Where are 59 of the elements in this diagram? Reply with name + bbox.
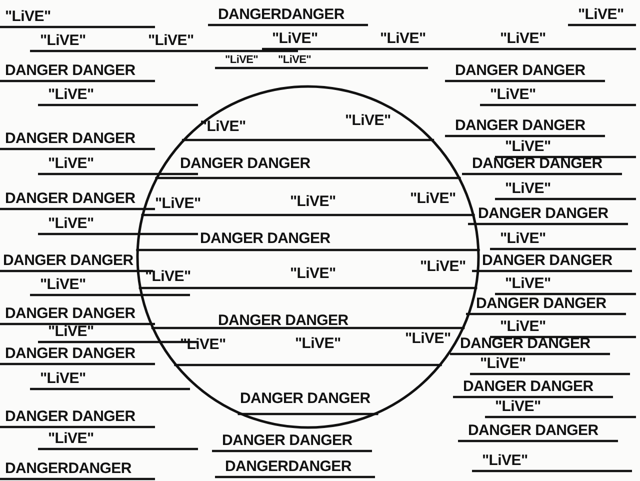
lettering-text: "LiVE" — [505, 275, 551, 293]
lettering-text: "LiVE" — [290, 265, 336, 283]
lettering-text: "LiVE" — [200, 118, 246, 136]
lettering-text: "LiVE" — [500, 30, 546, 48]
lettering-text: "LiVE" — [380, 30, 426, 48]
lettering-text: "LiVE" — [500, 318, 546, 336]
lettering-text: DANGER DANGER — [222, 432, 352, 450]
lettering-text: DANGERDANGER — [5, 460, 132, 478]
lettering-text: "LiVE" — [145, 268, 191, 286]
lettering-text: DANGERDANGER — [225, 458, 352, 476]
lettering-text: "LiVE" — [48, 155, 94, 173]
lettering-text: "LiVE" — [290, 193, 336, 211]
lettering-text: DANGER DANGER — [478, 205, 608, 223]
lettering-text: "LiVE" — [295, 335, 341, 353]
lettering-text: "LiVE" — [225, 54, 258, 67]
lettering-text: "LiVE" — [148, 32, 194, 50]
lettering-text: DANGER DANGER — [218, 312, 348, 330]
lettering-text: "LiVE" — [500, 230, 546, 248]
lettering-text: DANGER DANGER — [5, 305, 136, 323]
lettering-text: "LiVE" — [155, 195, 201, 213]
lettering-text: DANGER DANGER — [5, 190, 136, 208]
lettering-text: "LiVE" — [40, 370, 86, 388]
lettering-text: "LiVE" — [490, 86, 536, 104]
lettering-text: DANGER DANGER — [482, 252, 612, 270]
lettering-text: DANGER DANGER — [472, 155, 602, 173]
lettering-text: DANGER DANGER — [476, 295, 606, 313]
lettering-text: DANGERDANGER — [218, 6, 344, 24]
lettering-text: "LiVE" — [48, 323, 94, 341]
lettering-text: "LiVE" — [48, 215, 94, 233]
lettering-text: "LiVE" — [505, 138, 551, 156]
lettering-text: "LiVE" — [48, 430, 94, 448]
lettering-text: "LiVE" — [40, 276, 86, 294]
lettering-text: DANGER DANGER — [5, 130, 136, 148]
lettering-text: DANGER DANGER — [3, 252, 134, 270]
lettering-text: "LiVE" — [420, 258, 466, 276]
lettering-text: "LiVE" — [345, 112, 391, 130]
lettering-text: "LiVE" — [5, 8, 51, 26]
lettering-text: DANGER DANGER — [180, 155, 310, 173]
lettering-text: "LiVE" — [505, 180, 551, 198]
lettering-text: DANGER DANGER — [5, 345, 136, 363]
lettering-text: DANGER DANGER — [468, 422, 598, 440]
lettering-text: DANGER DANGER — [240, 390, 370, 408]
lettering-text: DANGER DANGER — [200, 230, 330, 248]
lettering-text: "LiVE" — [482, 452, 528, 470]
lettering-text: DANGER DANGER — [460, 335, 590, 353]
lettering-text: "LiVE" — [405, 330, 451, 348]
lettering-text: DANGER DANGER — [455, 117, 586, 135]
lettering-text: DANGER DANGER — [5, 408, 136, 426]
lettering-text: DANGER DANGER — [455, 62, 586, 80]
lettering-text: "LiVE" — [48, 86, 94, 104]
lettering-text: "LiVE" — [40, 32, 86, 50]
lettering-text: DANGER DANGER — [463, 378, 594, 396]
lettering-text: "LiVE" — [410, 190, 456, 208]
lettering-text: "LiVE" — [495, 398, 541, 416]
lettering-text: "LiVE" — [480, 355, 526, 373]
lettering-text: "LiVE" — [272, 30, 318, 48]
lettering-text: "LiVE" — [578, 6, 624, 24]
lettering-text: DANGER DANGER — [5, 62, 136, 80]
lettering-text: "LiVE" — [278, 54, 312, 67]
